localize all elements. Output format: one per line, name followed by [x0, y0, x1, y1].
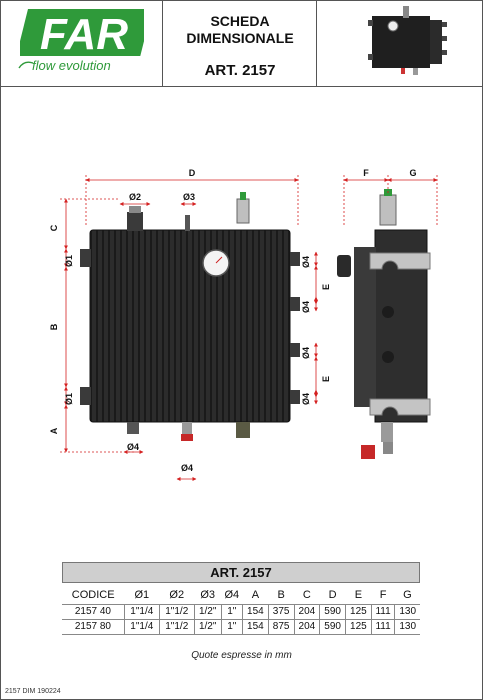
dim-label-d: D [189, 168, 196, 178]
logo-text: FAR [40, 10, 128, 56]
swoosh-icon [18, 61, 34, 69]
dim-label-phi4-r2: Ø4 [301, 301, 311, 313]
dimensional-drawing: D F G Ø2 Ø3 C Ø1 B Ø1 A Ø4 E Ø4 Ø4 E Ø4 … [0, 87, 483, 557]
dim-label-phi1-bottom: Ø1 [64, 393, 74, 405]
table-header-cell: Ø2 [169, 589, 185, 602]
table-cell: 375 [268, 603, 295, 619]
table-cell: 154 [242, 618, 269, 635]
table-cell: 1" [221, 618, 244, 635]
dim-label-e-top: E [321, 284, 331, 290]
front-view [80, 192, 300, 441]
table-header-cell: CODICE [71, 589, 115, 602]
table-cell: 1/2" [194, 618, 222, 635]
dim-label-phi4-r1: Ø4 [301, 256, 311, 268]
table-header-cell: F [379, 589, 387, 602]
table-cell: 2157 80 [62, 618, 125, 635]
logo-tagline: flow evolution [32, 58, 111, 73]
table-cell: 1/2" [194, 603, 222, 619]
table-header-cell: G [403, 589, 412, 602]
header: FAR flow evolution SCHEDA DIMENSIONALE A… [0, 0, 483, 87]
dim-label-c: C [49, 224, 59, 231]
article-number: ART. 2157 [204, 62, 276, 79]
dim-label-phi4-r3: Ø4 [301, 347, 311, 359]
table-cell: 111 [371, 618, 396, 635]
dim-label-a: A [49, 427, 59, 434]
dim-label-phi4-b1: Ø4 [127, 442, 139, 452]
table-cell: 875 [268, 618, 295, 635]
table-cell: 2157 40 [62, 603, 125, 619]
table-header-cell: A [251, 589, 260, 602]
table-title: ART. 2157 [62, 562, 420, 583]
table-cell: 590 [319, 603, 347, 619]
dim-label-phi2: Ø2 [129, 192, 141, 202]
document-code: 2157 DIM 190224 [5, 688, 61, 695]
table-cell: 1" [221, 603, 244, 619]
table-header-cell: E [354, 589, 363, 602]
table-cell: 154 [242, 603, 269, 619]
table-header-cell: B [277, 589, 285, 602]
dim-label-b: B [49, 323, 59, 330]
side-view [337, 189, 431, 459]
dim-label-phi4-b2: Ø4 [181, 463, 193, 473]
table-cell: 1"1/2 [159, 618, 195, 635]
table-cell: 125 [345, 618, 372, 635]
table-header-cell: C [302, 589, 311, 602]
table-cell: 1"1/4 [124, 618, 160, 635]
table-cell: 204 [294, 618, 321, 635]
dim-label-f: F [363, 168, 369, 178]
table-cell: 111 [371, 603, 396, 619]
product-photo [317, 0, 483, 87]
table-header-row: CODICE Ø1 Ø2 Ø3 Ø4 A B C D E F G [62, 587, 420, 604]
far-logo: FAR [20, 9, 144, 56]
table-cell: 125 [345, 603, 372, 619]
dim-label-g: G [409, 168, 416, 178]
table-cell: 1"1/4 [124, 603, 160, 619]
title-cell: SCHEDA DIMENSIONALE ART. 2157 [163, 0, 317, 87]
dim-label-phi3: Ø3 [183, 192, 195, 202]
table-cell: 1"1/2 [159, 603, 195, 619]
title-line-2: DIMENSIONALE [186, 30, 294, 46]
table-header-cell: Ø1 [134, 589, 150, 602]
dim-label-e-bottom: E [321, 376, 331, 382]
dimension-lines [60, 175, 438, 481]
table-cell: 590 [319, 618, 347, 635]
dim-label-phi1-top: Ø1 [64, 255, 74, 267]
dim-label-phi4-r4: Ø4 [301, 393, 311, 405]
table-cell: 130 [394, 618, 420, 635]
table-header-cell: Ø4 [224, 589, 240, 602]
table-header-cell: Ø3 [200, 589, 216, 602]
title-line-1: SCHEDA [210, 13, 270, 29]
logo-cell: FAR flow evolution [0, 0, 163, 87]
units-note: Quote espresse in mm [191, 650, 292, 661]
table-cell: 130 [394, 603, 420, 619]
table-header-cell: D [328, 589, 337, 602]
table-cell: 204 [294, 603, 321, 619]
